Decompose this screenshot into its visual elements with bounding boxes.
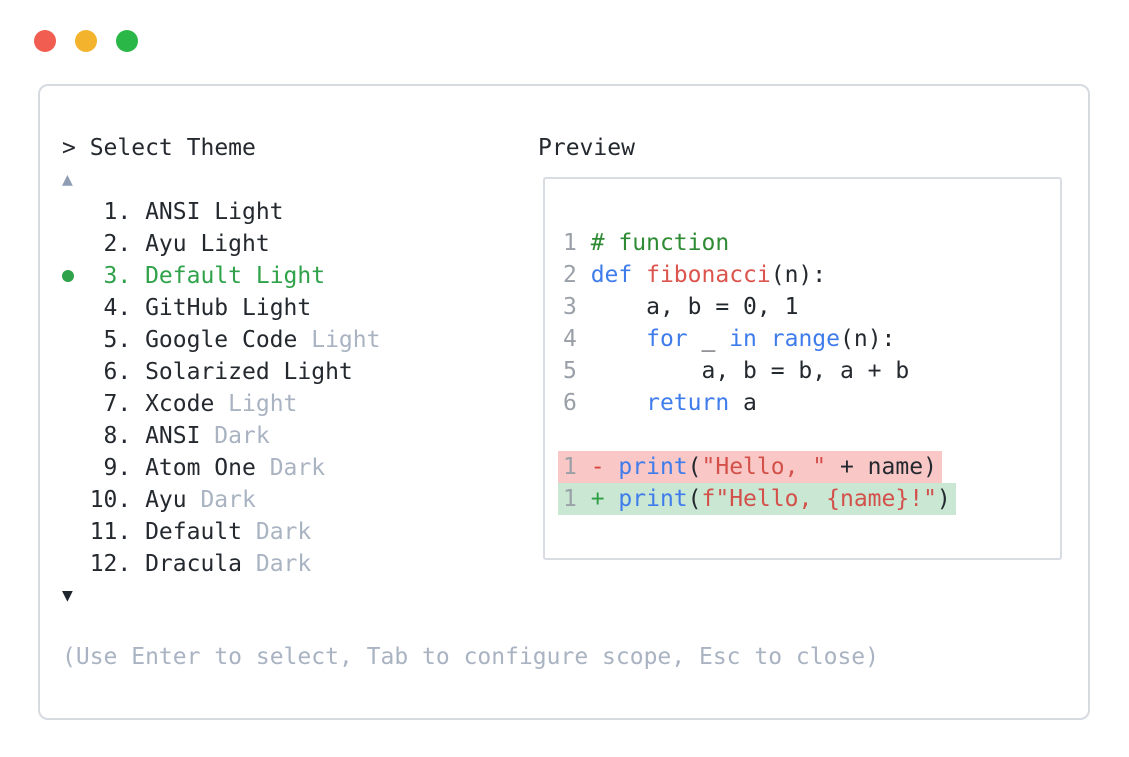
theme-option-number: 7. bbox=[103, 391, 132, 417]
theme-option-number: 5. bbox=[103, 327, 132, 353]
code-line: 2 def fibonacci(n): bbox=[545, 259, 1060, 291]
theme-option-variant: Dark bbox=[200, 487, 256, 513]
diff-line: 1 + print(f"Hello, {name}!") bbox=[558, 483, 956, 515]
theme-option-number: 2. bbox=[103, 231, 132, 257]
line-number: 6 bbox=[563, 390, 577, 416]
theme-option[interactable]: 9. Atom One Dark bbox=[62, 452, 380, 484]
selected-bullet-icon bbox=[62, 270, 74, 282]
code-tokens: for _ in range(n): bbox=[646, 326, 896, 352]
diff-sign: + bbox=[590, 486, 605, 512]
code-tokens: a, b = b, a + b bbox=[590, 358, 910, 384]
theme-option-variant: Dark bbox=[255, 519, 312, 545]
theme-option[interactable]: 10. Ayu Dark bbox=[62, 484, 380, 516]
theme-option-variant: Light bbox=[311, 327, 381, 353]
code-lines: 1 # function 2 def fibonacci(n): 3 a, b … bbox=[545, 227, 1060, 419]
code-line: 3 a, b = 0, 1 bbox=[545, 291, 1060, 323]
theme-option-name: Google Code bbox=[145, 327, 298, 353]
theme-option-number: 1. bbox=[103, 199, 132, 225]
theme-option[interactable]: 4. GitHub Light bbox=[62, 292, 380, 324]
theme-option[interactable]: 3. Default Light bbox=[62, 260, 380, 292]
theme-option-number: 8. bbox=[103, 423, 132, 449]
theme-option-number: 12. bbox=[89, 551, 132, 577]
theme-picker-panel: > Select Theme ▲ 1. ANSI Light 2. Ayu Li… bbox=[38, 84, 1090, 720]
theme-option-variant: Dark bbox=[269, 455, 326, 481]
diff-line: 1 - print("Hello, " + name) bbox=[558, 451, 942, 483]
theme-option-name: ANSI bbox=[145, 423, 201, 449]
theme-option[interactable]: 8. ANSI Dark bbox=[62, 420, 380, 452]
theme-option-number: 4. bbox=[103, 295, 132, 321]
minimize-button[interactable] bbox=[75, 30, 97, 52]
theme-option-number: 6. bbox=[103, 359, 132, 385]
close-button[interactable] bbox=[34, 30, 56, 52]
theme-option-name: Ayu bbox=[145, 231, 187, 257]
theme-option[interactable]: 11. Default Dark bbox=[62, 516, 380, 548]
theme-option-name: Ayu bbox=[145, 487, 187, 513]
code-tokens: a, b = 0, 1 bbox=[590, 294, 799, 320]
theme-option-name: Default bbox=[145, 519, 242, 545]
theme-option[interactable]: 2. Ayu Light bbox=[62, 228, 380, 260]
theme-option-number: 3. bbox=[103, 263, 132, 289]
code-tokens: print("Hello, " + name) bbox=[618, 454, 937, 480]
line-number: 1 bbox=[563, 486, 577, 512]
theme-option[interactable]: 6. Solarized Light bbox=[62, 356, 380, 388]
scroll-up-icon[interactable]: ▲ bbox=[62, 169, 73, 190]
code-tokens: # function bbox=[590, 230, 730, 256]
zoom-button[interactable] bbox=[116, 30, 138, 52]
code-line: 1 # function bbox=[545, 227, 1060, 259]
theme-option-variant: Light bbox=[283, 359, 353, 385]
code-line: 6 return a bbox=[545, 387, 1060, 419]
scroll-down-icon[interactable]: ▼ bbox=[62, 585, 73, 606]
line-number: 2 bbox=[563, 262, 577, 288]
theme-option-variant: Light bbox=[200, 231, 270, 257]
code-tokens: print(f"Hello, {name}!") bbox=[618, 486, 951, 512]
window-controls bbox=[34, 30, 138, 52]
diff-sign: - bbox=[590, 454, 605, 480]
theme-option-name: Atom One bbox=[145, 455, 256, 481]
theme-option-number: 11. bbox=[89, 519, 132, 545]
line-number: 3 bbox=[563, 294, 577, 320]
preview-code-box: 1 # function 2 def fibonacci(n): 3 a, b … bbox=[543, 177, 1062, 560]
theme-option[interactable]: 12. Dracula Dark bbox=[62, 548, 380, 580]
theme-option-name: ANSI bbox=[145, 199, 201, 225]
theme-list: 1. ANSI Light 2. Ayu Light 3. Default Li… bbox=[62, 196, 380, 580]
code-line: 5 a, b = b, a + b bbox=[545, 355, 1060, 387]
theme-option[interactable]: 5. Google Code Light bbox=[62, 324, 381, 356]
theme-option-number: 10. bbox=[89, 487, 132, 513]
code-tokens: return a bbox=[646, 390, 757, 416]
theme-option-variant: Dark bbox=[214, 423, 270, 449]
select-theme-prompt: > Select Theme bbox=[62, 135, 256, 161]
theme-option-name: Solarized bbox=[145, 359, 270, 385]
theme-option-name: Dracula bbox=[145, 551, 242, 577]
theme-option-number: 9. bbox=[103, 455, 132, 481]
preview-title: Preview bbox=[538, 135, 635, 161]
theme-option-variant: Light bbox=[255, 263, 326, 289]
diff-lines: 1 - print("Hello, " + name) 1 + print(f"… bbox=[545, 451, 1060, 515]
theme-picker-column: > Select Theme ▲ 1. ANSI Light 2. Ayu Li… bbox=[62, 132, 380, 612]
theme-option-name: Xcode bbox=[145, 391, 215, 417]
theme-option-variant: Light bbox=[228, 391, 298, 417]
line-number: 4 bbox=[563, 326, 577, 352]
theme-option-variant: Light bbox=[214, 199, 284, 225]
code-tokens: def fibonacci(n): bbox=[590, 262, 827, 288]
keyboard-hint: (Use Enter to select, Tab to configure s… bbox=[62, 644, 879, 670]
code-line: 4 for _ in range(n): bbox=[545, 323, 1060, 355]
line-number: 5 bbox=[563, 358, 577, 384]
line-number: 1 bbox=[563, 454, 577, 480]
theme-option[interactable]: 7. Xcode Light bbox=[62, 388, 380, 420]
line-number: 1 bbox=[563, 230, 577, 256]
theme-option-name: Default bbox=[145, 263, 242, 289]
theme-option[interactable]: 1. ANSI Light bbox=[62, 196, 380, 228]
theme-option-variant: Light bbox=[242, 295, 312, 321]
theme-option-variant: Dark bbox=[255, 551, 312, 577]
theme-option-name: GitHub bbox=[145, 295, 229, 321]
